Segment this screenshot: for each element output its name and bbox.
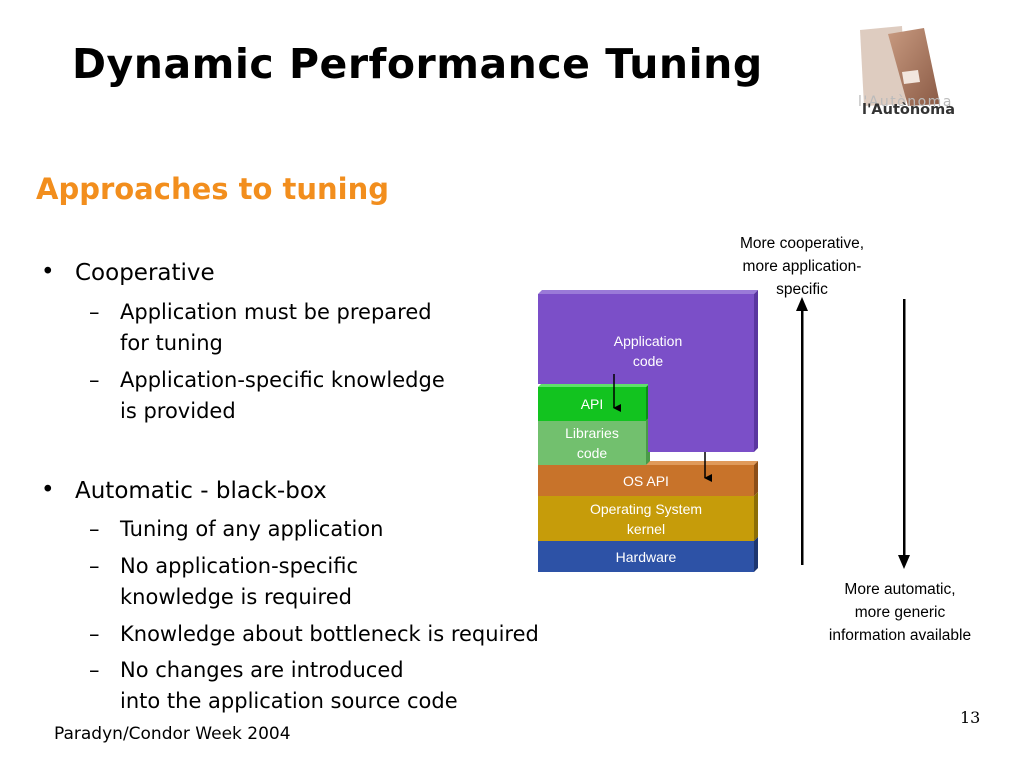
api-layer: API xyxy=(538,387,646,421)
bullet-automatic: • Automatic - black-box xyxy=(41,477,327,504)
subitem-line: for tuning xyxy=(120,331,223,355)
logo-ghost-text: l'Autònoma xyxy=(858,94,953,110)
subitem: – Knowledge about bottleneck is required xyxy=(89,619,539,650)
subitem-line: Tuning of any application xyxy=(120,517,384,541)
cooperative-annotation: More cooperative, more application- spec… xyxy=(739,235,865,298)
subitem-line: No application-specific xyxy=(120,554,358,578)
bullet-label: Cooperative xyxy=(75,260,215,286)
bullet-cooperative: • Cooperative xyxy=(41,259,215,286)
application-code-layer xyxy=(538,294,754,452)
subitem: – Application must be prepared for tunin… xyxy=(89,297,432,359)
subitem-line: Application must be prepared xyxy=(120,300,432,324)
os-api-layer: OS API xyxy=(538,465,754,496)
down-arrow-icon xyxy=(898,555,910,569)
spectrum-arrows xyxy=(796,297,910,569)
uab-logo-icon xyxy=(860,26,940,106)
bullet-dot: • xyxy=(41,259,55,285)
page-number: 13 xyxy=(960,708,981,727)
slide-title: Dynamic Performance Tuning xyxy=(72,40,763,88)
diagram-arrows xyxy=(613,374,712,482)
bullet-dot: • xyxy=(41,477,55,503)
subitem: – Application-specific knowledge is prov… xyxy=(89,365,445,427)
subitem-line: into the application source code xyxy=(120,689,458,713)
subitem-line: knowledge is required xyxy=(120,585,352,609)
subitem: – Tuning of any application xyxy=(89,514,384,545)
up-arrow-icon xyxy=(796,297,808,311)
section-subtitle: Approaches to tuning xyxy=(36,172,389,206)
subitem-line: Application-specific knowledge xyxy=(120,368,445,392)
subitem: – No application-specific knowledge is r… xyxy=(89,551,358,613)
logo-text: l'Autònoma xyxy=(862,102,956,118)
subitem-line: is provided xyxy=(120,399,236,423)
bullet-label: Automatic - black-box xyxy=(75,478,327,504)
subitem-line: Knowledge about bottleneck is required xyxy=(120,622,539,646)
footer-text: Paradyn/Condor Week 2004 xyxy=(54,724,291,744)
automatic-annotation: More automatic, more generic information… xyxy=(828,581,972,644)
subitem-line: No changes are introduced xyxy=(120,658,404,682)
hardware-layer: Hardware xyxy=(538,541,754,572)
subitem: – No changes are introduced into the app… xyxy=(89,655,458,717)
